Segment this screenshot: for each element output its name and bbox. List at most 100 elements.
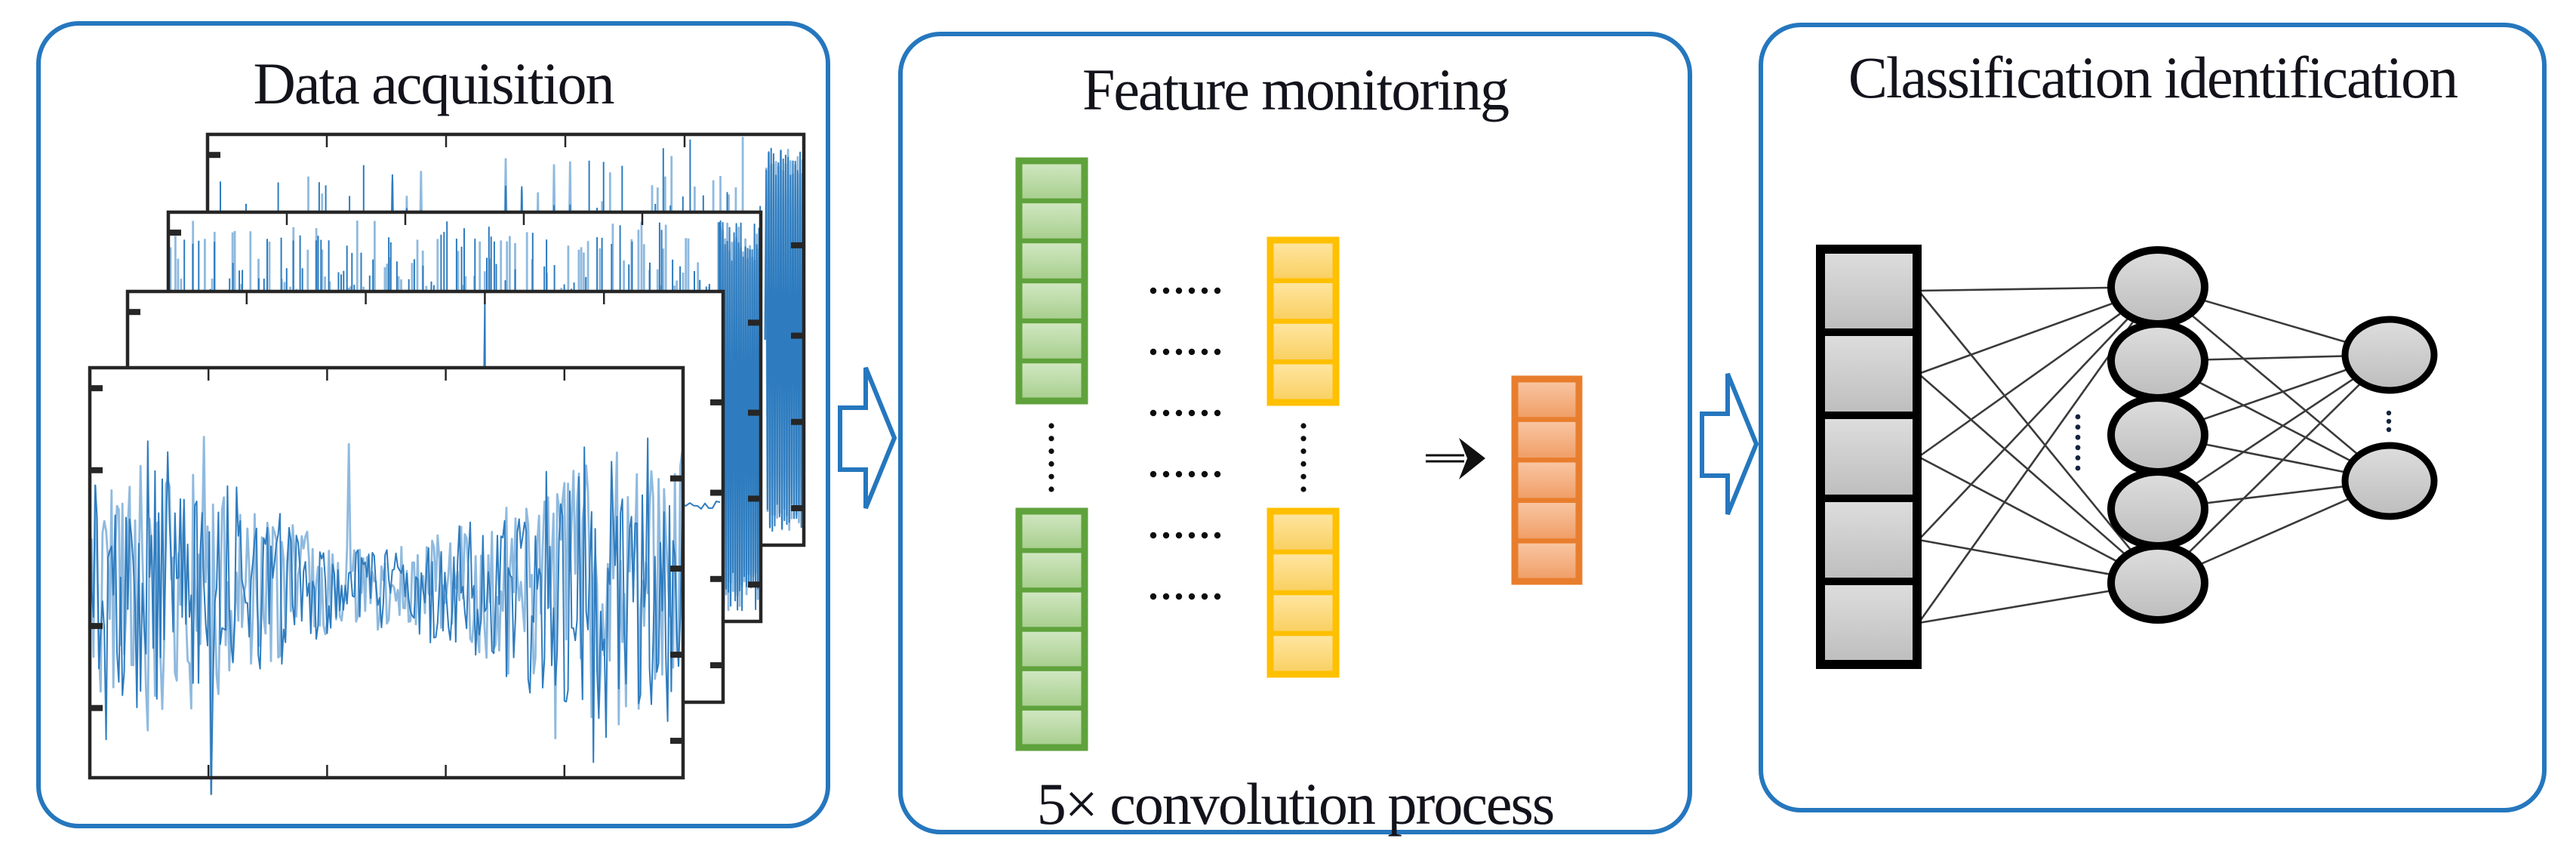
conv-green-column-bottom xyxy=(1015,507,1088,751)
ellipsis-dot xyxy=(1300,486,1306,492)
column-border xyxy=(1015,157,1088,405)
row-dot xyxy=(1188,409,1196,417)
nn-connection-line xyxy=(2157,286,2390,482)
axis-tick-right xyxy=(670,566,682,572)
axis-tick-right xyxy=(670,738,682,744)
column-cell xyxy=(1270,552,1336,593)
axis-tick-right xyxy=(791,332,802,339)
row-dot xyxy=(1175,532,1183,539)
row-dot xyxy=(1188,593,1196,600)
nn-connection-line xyxy=(1918,286,2159,541)
conv-arrow-icon xyxy=(1426,438,1485,479)
row-dot xyxy=(1175,593,1183,600)
row-dot xyxy=(1150,287,1157,294)
mapping-dot-rows xyxy=(1150,287,1221,600)
ellipsis-dot xyxy=(2386,418,2392,424)
axis-tick-right xyxy=(791,505,802,512)
row-dot xyxy=(1201,593,1208,600)
waveform-stack xyxy=(88,132,806,796)
column-cell xyxy=(1019,511,1085,551)
row-dot xyxy=(1188,532,1196,539)
ellipsis-dot xyxy=(1300,423,1306,429)
axis-tick-left xyxy=(91,623,103,630)
column-cell xyxy=(1820,415,1917,498)
axis-tick-right xyxy=(710,662,722,669)
axis-tick-left xyxy=(91,467,103,473)
ellipsis-dot xyxy=(2075,455,2081,461)
row-dot xyxy=(1214,532,1221,539)
ellipsis-dot xyxy=(1048,436,1054,442)
ellipsis-dot xyxy=(2075,414,2081,420)
convolution-caption: 5× convolution process xyxy=(1036,771,1556,837)
hidden-node xyxy=(2107,468,2208,550)
column-cell xyxy=(1019,590,1085,630)
axis-tick-right xyxy=(748,581,759,588)
flow-arrow-1-icon xyxy=(838,366,897,510)
row-dot xyxy=(1201,532,1208,539)
column-cell xyxy=(1270,321,1336,362)
column-cell xyxy=(1270,634,1336,674)
output-node xyxy=(2341,316,2438,394)
ellipsis-dot xyxy=(1048,449,1054,455)
nn-connection-line xyxy=(2157,354,2390,584)
row-dot xyxy=(1162,470,1170,478)
hidden-node xyxy=(2107,320,2208,402)
column-cell xyxy=(1820,581,1917,664)
green-ellipsis xyxy=(1048,423,1054,492)
column-cell xyxy=(1270,240,1336,281)
conv-green-column-top xyxy=(1015,157,1088,405)
column-cell xyxy=(1515,500,1579,541)
flow-arrow-2-shape xyxy=(1700,372,1759,516)
column-border xyxy=(1511,375,1583,585)
column-cell xyxy=(1019,161,1085,201)
hidden-layer-ellipsis xyxy=(2075,414,2081,471)
convolution-scene xyxy=(1015,157,1583,751)
row-dot xyxy=(1201,348,1208,356)
nn-hidden-layer xyxy=(2107,246,2208,624)
panel-title-data-acquisition: Data acquisition xyxy=(253,51,614,116)
row-dot xyxy=(1175,409,1183,417)
panel-classification-identification: Classification identification xyxy=(1759,23,2547,812)
column-cell xyxy=(1820,498,1917,581)
ellipsis-dot xyxy=(2386,427,2392,433)
hidden-node xyxy=(2107,394,2208,476)
conv-yellow-column-top xyxy=(1266,236,1340,406)
column-cell xyxy=(1019,550,1085,590)
axis-tick-right xyxy=(710,399,722,405)
column-cell xyxy=(1019,629,1085,669)
axis-tick-left xyxy=(129,309,140,316)
row-dot xyxy=(1175,470,1183,478)
column-cell xyxy=(1515,541,1579,581)
panel-title-feature-monitoring: Feature monitoring xyxy=(1082,57,1510,122)
conv-arrow-head xyxy=(1459,438,1485,479)
ellipsis-dot xyxy=(1048,473,1054,479)
axis-tick-left xyxy=(91,704,103,711)
ellipsis-dot xyxy=(1300,436,1306,442)
column-cell xyxy=(1019,281,1085,321)
panel-feature-monitoring: Feature monitoring 5× convolution proces… xyxy=(898,32,1692,837)
row-dot xyxy=(1188,287,1196,294)
row-dot xyxy=(1188,470,1196,478)
ellipsis-dot xyxy=(1048,486,1054,492)
row-dot xyxy=(1150,348,1157,356)
axis-tick-right xyxy=(670,475,682,482)
row-dot xyxy=(1150,593,1157,600)
column-cell xyxy=(1270,280,1336,322)
axis-tick-right xyxy=(710,489,722,496)
yellow-ellipsis xyxy=(1300,423,1306,492)
row-dot xyxy=(1162,348,1170,356)
column-cell xyxy=(1019,668,1085,708)
nn-output-layer xyxy=(2341,316,2438,520)
row-dot xyxy=(1201,409,1208,417)
ellipsis-dot xyxy=(1300,473,1306,479)
column-cell xyxy=(1270,593,1336,634)
row-dot xyxy=(1201,470,1208,478)
axis-tick-right xyxy=(748,495,759,502)
ellipsis-dot xyxy=(2075,434,2081,440)
nn-connection-line xyxy=(1917,290,2159,584)
column-cell xyxy=(1019,707,1085,748)
nn-input-layer xyxy=(1816,245,1922,669)
conv-yellow-column-bottom xyxy=(1266,507,1340,678)
ellipsis-dot xyxy=(1048,461,1054,467)
axis-tick-right xyxy=(748,319,759,326)
